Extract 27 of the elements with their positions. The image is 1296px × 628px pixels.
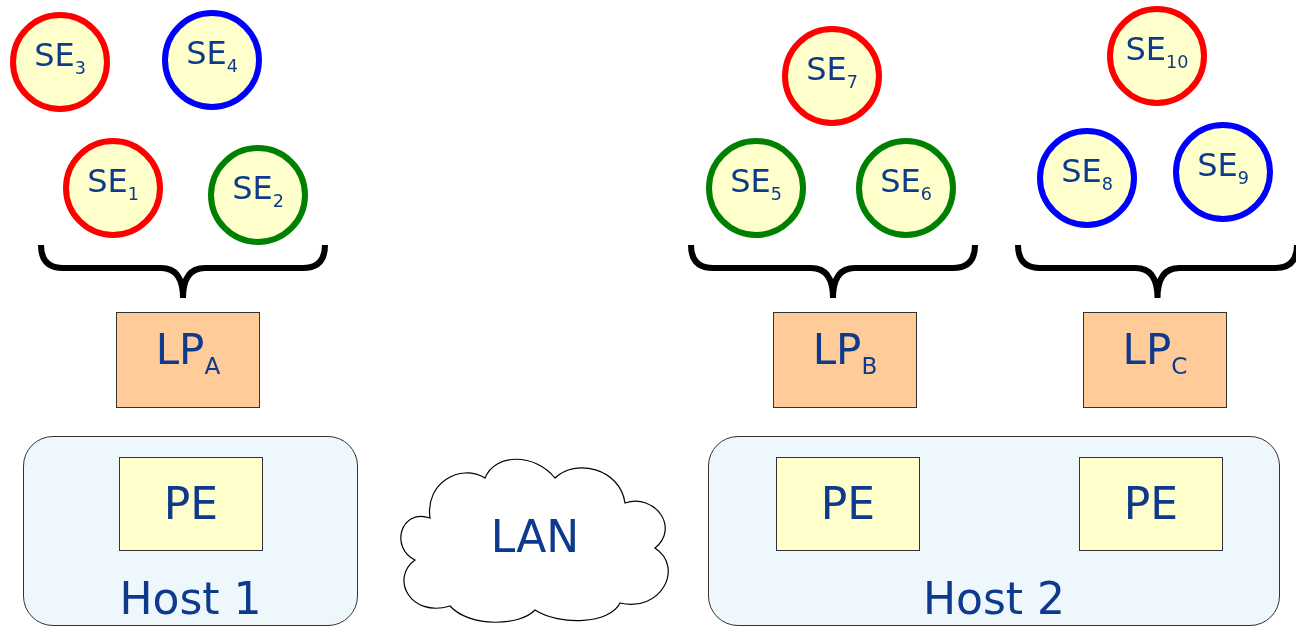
node-label: SE$_{9}$ (1197, 148, 1249, 188)
node-label: Host 1 (119, 577, 262, 621)
node-label: PE (820, 482, 876, 526)
node-label: SE$_{3}$ (34, 38, 86, 78)
node-label: Host 2 (922, 577, 1066, 621)
node-label: SE$_{4}$ (186, 36, 238, 76)
node-label: SE$_{8}$ (1061, 154, 1113, 194)
node-label: SE$_{6}$ (880, 164, 932, 204)
node-label: PE (163, 482, 219, 526)
host-panel (23, 436, 358, 626)
node-label: SE$_{1}$ (87, 164, 139, 204)
process-box (776, 457, 920, 551)
node-label: SE$_{7}$ (806, 52, 858, 92)
node-label: PE (1123, 482, 1179, 526)
host-panel (708, 436, 1280, 626)
process-box (773, 312, 917, 408)
process-box (116, 312, 260, 408)
node-label: LP$_{B}$ (812, 329, 878, 379)
process-box (1083, 312, 1227, 408)
node-label: SE$_{10}$ (1125, 32, 1189, 72)
process-box (119, 457, 263, 551)
node-label: LAN (490, 515, 580, 559)
node-label: SE$_{5}$ (730, 164, 782, 204)
process-box (1079, 457, 1223, 551)
node-label: LP$_{A}$ (155, 329, 221, 379)
node-label: SE$_{2}$ (232, 171, 284, 211)
node-label: LP$_{C}$ (1122, 329, 1188, 379)
